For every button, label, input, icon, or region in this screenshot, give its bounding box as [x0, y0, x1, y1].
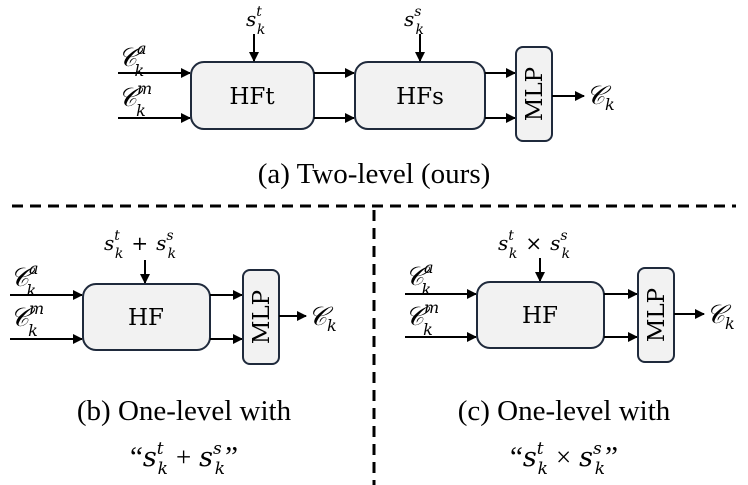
panel-c-output-label: 𝒞k	[706, 300, 735, 333]
hft-box-label: HFt	[229, 84, 275, 110]
panel-b-output-label: 𝒞k	[308, 302, 337, 335]
hfs-box-label: HFs	[396, 84, 444, 110]
hfs-box	[354, 61, 486, 130]
panel-a-output-label: 𝒞k	[586, 81, 615, 114]
panel-c-caption-line1: (c) One-level with	[458, 395, 671, 427]
panel-a-caption: (a) Two-level (ours)	[258, 158, 491, 190]
panel-b-mlp-label: MLP	[249, 290, 275, 344]
panel-a-mlp-label: MLP	[522, 67, 548, 121]
panel-c-hf-label: HF	[522, 303, 558, 329]
panel-c-hf-box	[476, 281, 605, 349]
hft-box	[190, 61, 315, 130]
panel-b-hf-box	[82, 283, 211, 351]
panel-b-caption-line1: (b) One-level with	[77, 395, 292, 427]
panel-c-mlp-label: MLP	[644, 288, 670, 342]
panel-b-hf-label: HF	[128, 305, 164, 331]
panel-a-mlp-box	[515, 46, 553, 142]
